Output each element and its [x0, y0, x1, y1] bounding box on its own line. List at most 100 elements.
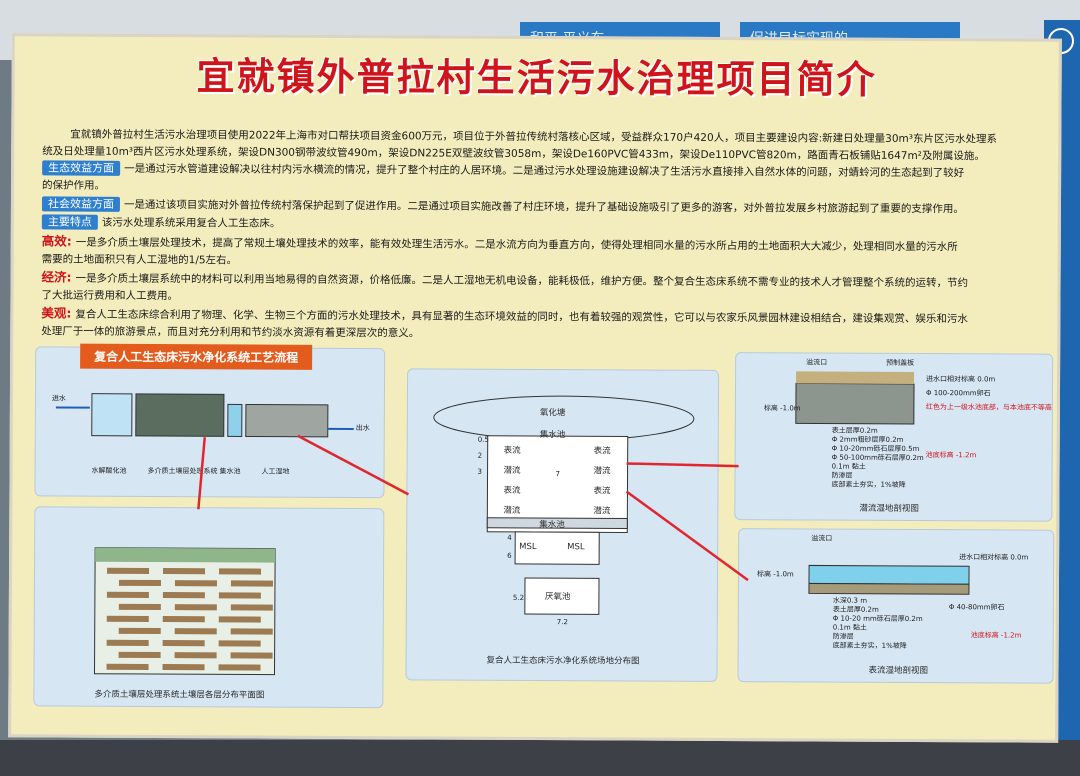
soil-layer-bar: [218, 664, 261, 671]
site-diagram: [433, 395, 695, 615]
soil-layer-bar: [118, 651, 161, 659]
layers-panel: 多介质土壤层处理系统土壤层各层分布平面图: [33, 506, 385, 709]
soil-layer-bar: [118, 627, 161, 635]
subsurface-caption: 潜流湿地剖视图: [859, 503, 919, 515]
keyword-text: 一是多介质土壤层处理技术，提高了常规土壤处理技术的效率，能有效处理生活污水。二是…: [75, 236, 958, 254]
layers-caption: 多介质土壤层处理系统土壤层各层分布平面图: [94, 689, 265, 701]
gravel-label: Φ 40-80mm卵石: [948, 603, 1005, 612]
intro-paragraph: 宜就镇外普拉村生活污水治理项目使用2022年上海市对口帮扶项目资金600万元，项…: [42, 126, 1042, 165]
msl-label: MSL: [567, 542, 585, 553]
overflow-label: 溢流口: [806, 358, 828, 367]
overflow-label: 溢流口: [811, 534, 833, 543]
level-label: 标高 -1.0m: [763, 404, 801, 413]
collect-pool-label: 集水池: [539, 520, 565, 531]
soil-layer-bar: [230, 604, 273, 611]
billboard: 宜就镇外普拉村生活污水治理项目简介 宜就镇外普拉村生活污水治理项目使用2022年…: [8, 33, 1062, 743]
dimension-label: 3: [477, 467, 483, 476]
sub-flow-label: 潜流: [593, 506, 611, 517]
bottom-level-label: 池底标高 -1.2m: [970, 631, 1022, 640]
site-caption: 复合人工生态床污水净化系统场地分布图: [486, 655, 640, 667]
flow-stage-label: 多介质土壤层处理系统: [147, 466, 218, 476]
surface-flow-label: 表流: [503, 445, 521, 456]
background-ground: [0, 740, 1080, 776]
note-label: 红色为上一级水池底部，与本池底不等高: [925, 403, 1052, 412]
site-panel: 氧化塘 集水池 表流 表流 潜流 潜流 表流 表流 潜流 潜流 集水池 MSL …: [405, 368, 720, 682]
surface-diagram: [808, 564, 970, 595]
soil-layer-bar: [174, 580, 217, 587]
kw-efficient: 高效:: [41, 233, 72, 249]
soil-layer-bar: [163, 568, 206, 575]
soil-layer-bar: [174, 604, 217, 611]
dimension-label: 7: [555, 470, 561, 479]
soil-layer-bar: [162, 616, 205, 623]
section-text: 该污水处理系统采用复合人工生态床。: [101, 216, 281, 230]
soil-layer-bar: [230, 628, 273, 635]
board-title: 宜就镇外普拉村生活污水治理项目简介: [196, 53, 877, 102]
kw-beauty: 美观:: [41, 305, 72, 321]
soil-layer-bar: [174, 652, 217, 659]
sub-flow-label: 潜流: [593, 466, 611, 477]
flow-diagram: [55, 393, 354, 438]
soil-layer-bar: [174, 628, 217, 635]
flow-stage-label: 人工湿地: [261, 467, 290, 476]
sub-flow-label: 潜流: [503, 505, 521, 516]
collect-pool-label: 集水池: [539, 430, 566, 441]
soil-layer-bar: [107, 567, 150, 574]
flow-inlet-label: 进水: [51, 394, 66, 403]
keyword-beauty: 美观:复合人工生态床综合利用了物理、化学、生物三个方面的污水处理技术，具有显著的…: [41, 304, 1041, 345]
oxidation-pond-label: 氧化塘: [539, 408, 566, 419]
layers-diagram: [93, 547, 276, 676]
keyword-text: 一是多介质土壤层系统中的材料可以利用当地易得的自然资源，价格低廉。二是人工湿地无…: [75, 272, 969, 290]
inlet-level-label: 进水口相对标高 0.0m: [959, 553, 1029, 562]
soil-layer-bar: [106, 591, 149, 598]
dimension-label: 5.2: [512, 593, 525, 602]
soil-layer-bar: [162, 640, 205, 647]
soil-layer-bar: [106, 639, 149, 646]
tag-feature: 主要特点: [41, 214, 98, 230]
sub-flow-label: 潜流: [503, 465, 521, 476]
surface-flow-label: 表流: [593, 486, 611, 497]
flow-panel: 复合人工生态床污水净化系统工艺流程 进水 出水 水解酸化池 多介质土壤层处理系统…: [34, 343, 386, 499]
soil-layer-bar: [218, 592, 261, 599]
msl-label: MSL: [519, 541, 537, 553]
soil-layer-bar: [230, 652, 273, 659]
flow-stage-label: 集水池: [219, 467, 241, 476]
dimension-label: 0.5: [477, 435, 489, 444]
soil-layer-bar: [162, 592, 205, 599]
gravel-label: Φ 100-200mm卵石: [925, 389, 991, 398]
section-ecology: 生态效益方面一是通过污水管道建设解决以往村内污水横流的情况，提升了整个村庄的人居…: [42, 160, 1042, 199]
flow-stage-label: 水解酸化池: [91, 466, 127, 475]
soil-layer-bar: [230, 580, 273, 587]
surface-flow-label: 表流: [593, 446, 611, 457]
soil-layer-bar: [218, 616, 261, 623]
flow-outlet-label: 出水: [355, 424, 370, 433]
slab-label: 预制盖板: [886, 358, 915, 367]
surface-panel: 溢流口 进水口相对标高 0.0m 标高 -1.0m Φ 40-80mm卵石 池底…: [737, 528, 1055, 684]
level-label: 标高 -1.0m: [757, 570, 794, 579]
section-text: 一是通过该项目实施对外普拉传统村落保护起到了促进作用。二是通过项目实施改善了村庄…: [123, 198, 964, 216]
subsurface-panel: 溢流口 预制盖板 进水口相对标高 0.0m 标高 -1.0m Φ 100-200…: [734, 352, 1054, 522]
soil-layer-bar: [219, 568, 262, 575]
inlet-level-label: 进水口相对标高 0.0m: [926, 375, 996, 384]
layer-label: 底部素土夯实，1%坡降: [831, 480, 906, 489]
soil-layer-bar: [118, 579, 161, 587]
dimension-label: 2: [477, 451, 483, 460]
surface-flow-label: 表流: [503, 485, 521, 496]
soil-layer-bar: [218, 640, 261, 647]
keyword-text: 复合人工生态床综合利用了物理、化学、生物三个方面的污水处理技术，具有显著的生态环…: [75, 308, 968, 326]
subsurface-diagram: [795, 371, 915, 425]
surface-caption: 表流湿地剖视图: [868, 665, 929, 677]
soil-layer-bar: [118, 603, 161, 611]
dimension-label: 4: [507, 533, 512, 542]
tag-social: 社会效益方面: [41, 196, 120, 212]
soil-layer-bar: [106, 615, 149, 622]
keyword-economic: 经济:一是多介质土壤层系统中的材料可以利用当地易得的自然资源，价格低廉。二是人工…: [41, 268, 1041, 309]
soil-layer-bar: [106, 663, 149, 670]
keyword-efficient: 高效:一是多介质土壤层处理技术，提高了常规土壤处理技术的效率，能有效处理生活污水…: [42, 232, 1042, 273]
dimension-label: 6: [507, 551, 512, 560]
dimension-label: 7.2: [556, 618, 568, 627]
anaerobic-pool-label: 厌氧池: [544, 592, 571, 603]
soil-layer-bar: [162, 664, 205, 671]
tag-ecology: 生态效益方面: [42, 160, 121, 176]
layer-label: 底部素土夯实，1%坡降: [832, 641, 907, 650]
